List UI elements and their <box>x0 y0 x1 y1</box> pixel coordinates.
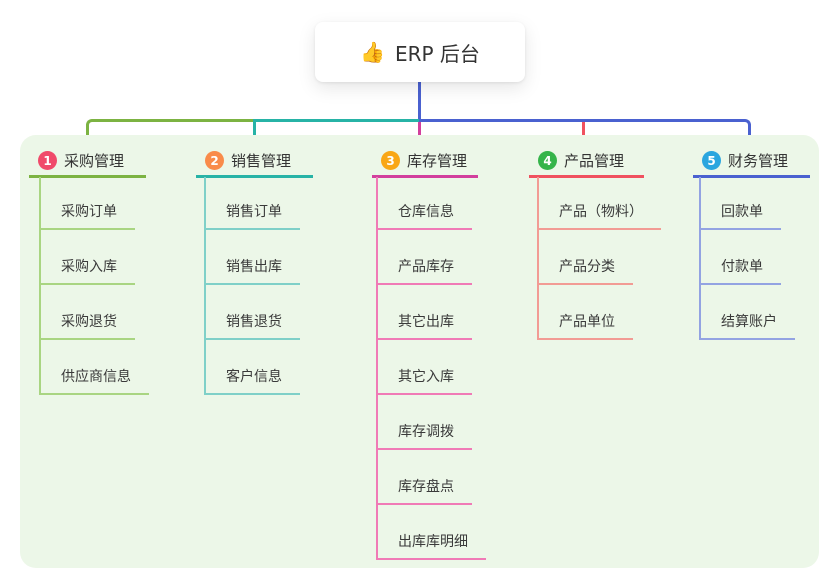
child-node-label: 销售退货 <box>204 311 300 340</box>
child-node[interactable]: 客户信息 <box>204 340 300 395</box>
children-purchase: 采购订单 采购入库 采购退货 供应商信息 <box>39 175 149 395</box>
child-node[interactable]: 销售出库 <box>204 230 300 285</box>
branch-title-label: 库存管理 <box>407 152 468 170</box>
child-rail-purchase <box>39 177 41 395</box>
child-node-label: 库存盘点 <box>376 476 472 505</box>
child-rail-sales <box>204 177 206 395</box>
child-node[interactable]: 销售退货 <box>204 285 300 340</box>
branch-title-label: 采购管理 <box>64 152 125 170</box>
child-node-label: 产品（物料） <box>537 201 661 230</box>
child-node[interactable]: 其它入库 <box>376 340 486 395</box>
branches-panel <box>20 135 819 568</box>
child-node[interactable]: 仓库信息 <box>376 175 486 230</box>
child-node-label: 销售订单 <box>204 201 300 230</box>
child-node[interactable]: 产品库存 <box>376 230 486 285</box>
child-node-label: 仓库信息 <box>376 201 472 230</box>
child-node-label: 产品单位 <box>537 311 633 340</box>
child-node-label: 出库库明细 <box>376 531 486 560</box>
branch-title-label: 产品管理 <box>564 152 625 170</box>
child-node[interactable]: 销售订单 <box>204 175 300 230</box>
child-node-label: 采购退货 <box>39 311 135 340</box>
child-rail-inventory <box>376 177 378 560</box>
branch-node-product[interactable]: 4 产品管理 <box>529 146 644 178</box>
child-node-label: 其它入库 <box>376 366 472 395</box>
child-node-label: 采购订单 <box>39 201 135 230</box>
child-node[interactable]: 采购退货 <box>39 285 149 340</box>
child-rail-finance <box>699 177 701 340</box>
child-node[interactable]: 供应商信息 <box>39 340 149 395</box>
child-node[interactable]: 回款单 <box>699 175 795 230</box>
branch-number-badge: 5 <box>702 151 721 170</box>
child-rail-product <box>537 177 539 340</box>
child-node-label: 供应商信息 <box>39 366 149 395</box>
branch-number-badge: 4 <box>538 151 557 170</box>
child-node[interactable]: 其它出库 <box>376 285 486 340</box>
branch-node-finance[interactable]: 5 财务管理 <box>693 146 810 178</box>
child-node[interactable]: 库存调拨 <box>376 395 486 450</box>
branch-node-inventory[interactable]: 3 库存管理 <box>372 146 478 178</box>
child-node-label: 结算账户 <box>699 311 795 340</box>
child-node-label: 采购入库 <box>39 256 135 285</box>
child-node[interactable]: 产品（物料） <box>537 175 661 230</box>
branch-number-badge: 3 <box>381 151 400 170</box>
branch-title-label: 销售管理 <box>231 152 292 170</box>
child-node[interactable]: 采购入库 <box>39 230 149 285</box>
children-product: 产品（物料） 产品分类 产品单位 <box>537 175 661 340</box>
root-connector-line <box>418 82 421 121</box>
child-node[interactable]: 库存盘点 <box>376 450 486 505</box>
child-node[interactable]: 采购订单 <box>39 175 149 230</box>
child-node[interactable]: 付款单 <box>699 230 795 285</box>
root-node[interactable]: 👍 ERP 后台 <box>315 22 525 82</box>
branch-node-sales[interactable]: 2 销售管理 <box>196 146 313 178</box>
child-node-label: 付款单 <box>699 256 781 285</box>
child-node-label: 回款单 <box>699 201 781 230</box>
child-node-label: 产品分类 <box>537 256 633 285</box>
branch-number-badge: 1 <box>38 151 57 170</box>
children-finance: 回款单 付款单 结算账户 <box>699 175 795 340</box>
branch-number-badge: 2 <box>205 151 224 170</box>
children-inventory: 仓库信息 产品库存 其它出库 其它入库 库存调拨 库存盘点 出库库明细 <box>376 175 486 560</box>
thumbs-up-icon: 👍 <box>360 40 385 64</box>
child-node-label: 客户信息 <box>204 366 300 395</box>
child-node-label: 库存调拨 <box>376 421 472 450</box>
root-node-label: ERP 后台 <box>394 41 480 66</box>
branch-node-purchase[interactable]: 1 采购管理 <box>29 146 146 178</box>
child-node[interactable]: 产品单位 <box>537 285 661 340</box>
branch-title-label: 财务管理 <box>728 152 789 170</box>
child-node-label: 产品库存 <box>376 256 472 285</box>
child-node-label: 销售出库 <box>204 256 300 285</box>
child-node[interactable]: 出库库明细 <box>376 505 486 560</box>
child-node-label: 其它出库 <box>376 311 472 340</box>
child-node[interactable]: 结算账户 <box>699 285 795 340</box>
child-node[interactable]: 产品分类 <box>537 230 661 285</box>
children-sales: 销售订单 销售出库 销售退货 客户信息 <box>204 175 300 395</box>
